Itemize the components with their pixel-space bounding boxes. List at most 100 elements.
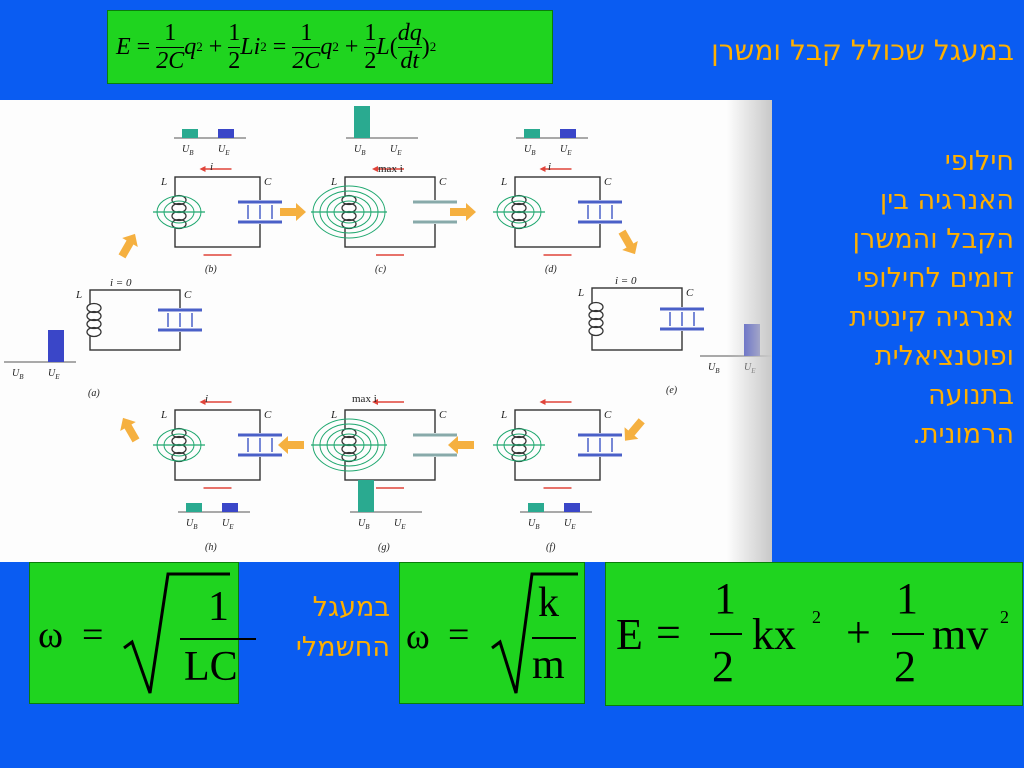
omega-lc-box: ω = 1 LC — [29, 562, 256, 704]
description-line: האנרגיה בין — [879, 185, 1014, 216]
panel-g-label: (g) — [378, 542, 390, 553]
transition-arrow — [624, 418, 645, 441]
ue-label: UE — [564, 518, 576, 531]
arrow-a-to-b — [118, 233, 138, 259]
omega-lc-num: 1 — [208, 584, 229, 630]
inductor-label: L — [500, 176, 507, 188]
panel-b-circuit — [153, 166, 284, 256]
panel-h-label: (h) — [205, 542, 217, 553]
sqrt-sign-icon — [123, 572, 230, 694]
panel-d-current-label: i — [548, 161, 551, 173]
ue-label: UE — [48, 368, 60, 381]
ub-bar — [524, 129, 540, 138]
ue-label: UE — [390, 144, 402, 157]
capacitor-label: C — [604, 176, 612, 188]
panel-e-label: (e) — [666, 385, 678, 396]
transition-arrow — [118, 233, 138, 259]
panel-g-max-current: max i — [352, 393, 377, 405]
ub-subscript: B — [193, 523, 198, 531]
panel-b-label: (b) — [205, 264, 217, 275]
capacitor-label: C — [686, 287, 694, 299]
panel-f-circuit — [493, 399, 624, 489]
ue-subscript: E — [750, 367, 756, 375]
panel-c-label: (c) — [375, 264, 387, 275]
inductor-coil — [588, 301, 604, 313]
arrow-e-to-f — [624, 418, 645, 441]
omega-km-num: k — [538, 580, 559, 626]
panel-e-current-zero: i = 0 — [615, 275, 637, 287]
ub-subscript: B — [531, 149, 536, 157]
capacitor-label: C — [439, 176, 447, 188]
inductor-label: L — [75, 289, 82, 301]
ub-subscript: B — [535, 523, 540, 531]
omega-km-den: m — [532, 642, 565, 688]
panel-c-circuit — [311, 166, 459, 256]
arrow-c-to-d — [450, 203, 476, 221]
description-text: חילופי האנרגיה בין הקבל והמשרן דומים לחי… — [780, 142, 1014, 454]
current-arrowhead — [199, 399, 206, 405]
ub-label: UB — [358, 518, 370, 531]
inductor-coil — [86, 326, 102, 338]
ub-label: UB — [524, 144, 536, 157]
ue-subscript: E — [224, 149, 230, 157]
panel-a-label: (a) — [88, 388, 100, 399]
omega-km-eq: = — [448, 614, 470, 656]
ue-subscript: E — [228, 523, 234, 531]
inductor-label: L — [500, 409, 507, 421]
description-line: הרמונית. — [912, 419, 1014, 450]
omega-lc-omega: ω — [38, 614, 64, 656]
ub-bar — [354, 106, 370, 138]
ue-subscript: E — [566, 149, 572, 157]
description-line: אנרגיה קינטית — [849, 302, 1014, 333]
current-arrowhead — [539, 399, 546, 405]
transition-arrow — [278, 436, 304, 454]
inductor-coil — [86, 302, 102, 314]
ue-bar — [560, 129, 576, 138]
capacitor-label: C — [264, 176, 272, 188]
current-arrowhead — [372, 399, 378, 405]
panel-d-circuit — [493, 166, 624, 256]
description-line: בתנועה — [927, 380, 1014, 411]
omega-lc-den: LC — [184, 644, 238, 690]
ub-label: UB — [12, 368, 24, 381]
omega-km-box: ω = k m — [399, 562, 585, 704]
description-line: דומים לחילופי — [856, 263, 1014, 294]
panel-a-circuit — [86, 289, 204, 351]
transition-arrow — [448, 436, 474, 454]
omega-lc-fraction-bar — [180, 638, 256, 640]
ub-subscript: B — [715, 367, 720, 375]
ub-bar — [182, 129, 198, 138]
inductor-coil — [588, 309, 604, 321]
ue-bar — [564, 503, 580, 512]
ub-subscript: B — [365, 523, 370, 531]
arrow-f-to-g — [448, 436, 474, 454]
panel-g-circuit — [311, 399, 459, 489]
ue-label: UE — [222, 518, 234, 531]
transition-arrow — [450, 203, 476, 221]
inductor-coil — [588, 325, 604, 337]
spring-e: E — [616, 610, 643, 659]
ub-subscript: B — [19, 373, 24, 381]
panel-e-circuit — [588, 287, 706, 351]
ue-bar — [48, 330, 64, 362]
inductor-coil — [86, 318, 102, 330]
ue-label: UE — [218, 144, 230, 157]
ub-bar — [186, 503, 202, 512]
ue-bar — [744, 324, 760, 356]
omega-lc-eq: = — [82, 614, 104, 656]
capacitor-label: C — [184, 289, 192, 301]
slide-title: במעגל שכולל קבל ומשרן — [711, 34, 1014, 67]
sqrt-sign-icon — [491, 572, 578, 694]
description-line: חילופי — [944, 146, 1014, 177]
